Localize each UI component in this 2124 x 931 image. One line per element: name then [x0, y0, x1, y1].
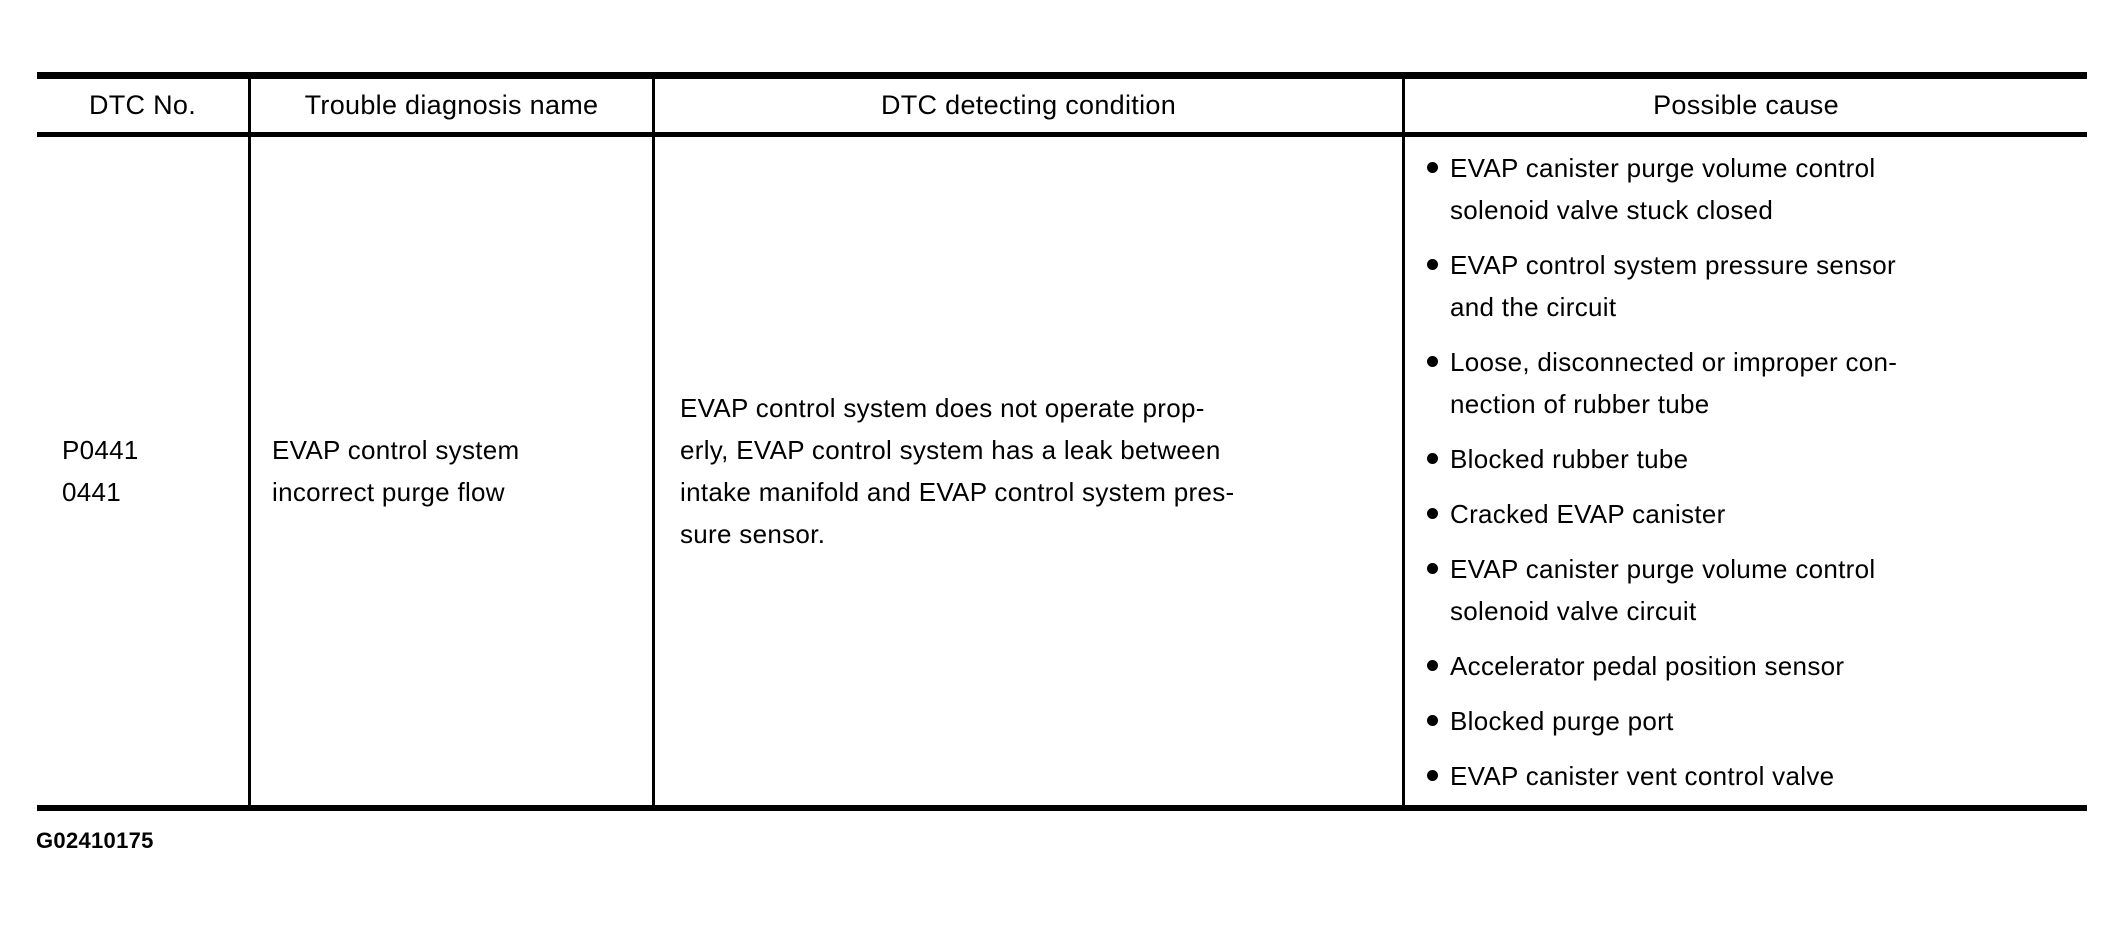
- possible-cause-text: Loose, disconnected or improper con- nec…: [1450, 347, 1898, 419]
- possible-cause-item: Blocked purge port: [1427, 700, 1897, 742]
- table-row: P0441 0441 EVAP control system incorrect…: [37, 137, 2087, 805]
- bullet-icon: [1427, 356, 1438, 367]
- possible-cause-item: EVAP canister purge volume control solen…: [1427, 147, 1897, 231]
- possible-cause-item: Accelerator pedal position sensor: [1427, 645, 1897, 687]
- table-header-row: DTC No. Trouble diagnosis name DTC detec…: [37, 79, 2087, 137]
- possible-cause-text: EVAP canister vent control valve: [1450, 761, 1835, 791]
- cell-trouble-diagnosis-name: EVAP control system incorrect purge flow: [251, 137, 655, 805]
- cell-dtc-no: P0441 0441: [37, 137, 251, 805]
- possible-cause-text: Cracked EVAP canister: [1450, 499, 1726, 529]
- possible-cause-item: Cracked EVAP canister: [1427, 493, 1897, 535]
- possible-cause-text: Accelerator pedal position sensor: [1450, 651, 1845, 681]
- dtc-table: DTC No. Trouble diagnosis name DTC detec…: [37, 72, 2087, 811]
- possible-cause-text: Blocked purge port: [1450, 706, 1674, 736]
- possible-cause-item: Blocked rubber tube: [1427, 438, 1897, 480]
- bullet-icon: [1427, 259, 1438, 270]
- possible-cause-item: EVAP canister purge volume control solen…: [1427, 548, 1897, 632]
- possible-cause-item: Loose, disconnected or improper con- nec…: [1427, 341, 1897, 425]
- possible-cause-item: EVAP canister vent control valve: [1427, 755, 1897, 797]
- bullet-icon: [1427, 715, 1438, 726]
- bullet-icon: [1427, 770, 1438, 781]
- bullet-icon: [1427, 563, 1438, 574]
- column-header-trouble-diagnosis-name: Trouble diagnosis name: [251, 79, 655, 132]
- column-header-dtc-no: DTC No.: [37, 79, 251, 132]
- bullet-icon: [1427, 508, 1438, 519]
- cell-dtc-detecting-condition: EVAP control system does not operate pro…: [655, 137, 1405, 805]
- bullet-icon: [1427, 162, 1438, 173]
- figure-id-label: G02410175: [36, 828, 154, 853]
- possible-cause-text: EVAP canister purge volume control solen…: [1450, 554, 1876, 626]
- bullet-icon: [1427, 453, 1438, 464]
- possible-cause-item: EVAP control system pressure sensor and …: [1427, 244, 1897, 328]
- possible-cause-text: EVAP control system pressure sensor and …: [1450, 250, 1896, 322]
- column-header-possible-cause: Possible cause: [1653, 90, 1839, 120]
- bullet-icon: [1427, 660, 1438, 671]
- cell-possible-cause: EVAP canister purge volume control solen…: [1405, 137, 1907, 805]
- column-header-dtc-detecting-condition: DTC detecting condition: [655, 79, 1405, 132]
- possible-cause-text: EVAP canister purge volume control solen…: [1450, 153, 1876, 225]
- possible-cause-text: Blocked rubber tube: [1450, 444, 1689, 474]
